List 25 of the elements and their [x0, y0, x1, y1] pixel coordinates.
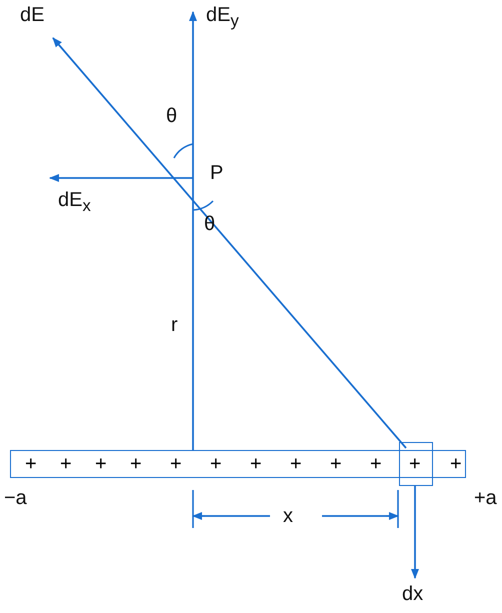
- charge-sign: +: [130, 454, 142, 474]
- charge-sign: +: [210, 454, 222, 474]
- charge-sign: +: [60, 454, 72, 474]
- charge-sign: +: [330, 454, 342, 474]
- charge-sign: +: [170, 454, 182, 474]
- distance-label: r: [171, 315, 178, 335]
- charge-sign: +: [250, 454, 262, 474]
- end-label: +a: [474, 488, 497, 508]
- charge-sign: +: [25, 454, 37, 474]
- angle-label: θ: [166, 106, 178, 126]
- charged-rod: [10, 450, 466, 478]
- distance-label: x: [283, 506, 293, 526]
- vector-label: dE: [20, 5, 44, 25]
- charge-sign: +: [290, 454, 302, 474]
- charge-sign: +: [450, 454, 462, 474]
- angle-label: θ: [204, 214, 216, 234]
- charge-sign: +: [95, 454, 107, 474]
- point-label: P: [210, 163, 224, 183]
- end-label: −a: [4, 488, 27, 508]
- charge-element-box: [399, 442, 433, 486]
- vector-label: dE$_{x}$: [58, 190, 91, 215]
- vector-label: dE$_{y}$: [206, 5, 239, 30]
- charge-sign: +: [370, 454, 382, 474]
- charge-sign: +: [409, 454, 421, 474]
- element-label: dx: [402, 584, 424, 604]
